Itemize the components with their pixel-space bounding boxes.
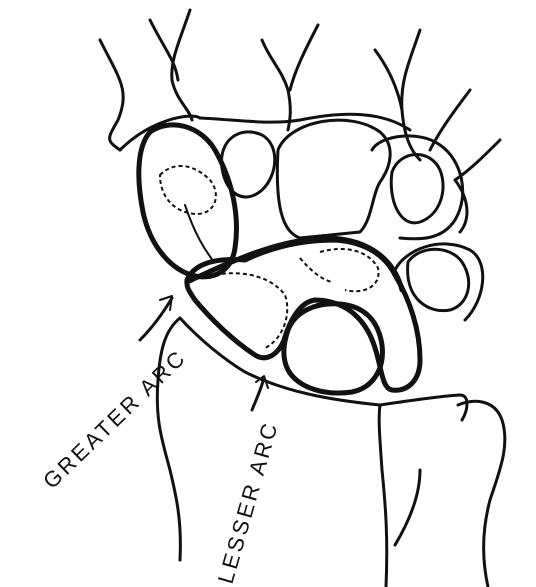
greater-arc-label: GREATER ARC (38, 344, 191, 493)
lesser-arc-arrow (252, 376, 268, 410)
distal-carpal-row (222, 120, 467, 239)
ulna-bone (380, 395, 505, 587)
capitate-head (284, 304, 383, 393)
metacarpal-bases (100, 10, 500, 180)
scaphoid-bone (139, 125, 237, 277)
lesser-arc-label: LESSER ARC (213, 418, 283, 587)
hamate-bone (395, 244, 483, 320)
